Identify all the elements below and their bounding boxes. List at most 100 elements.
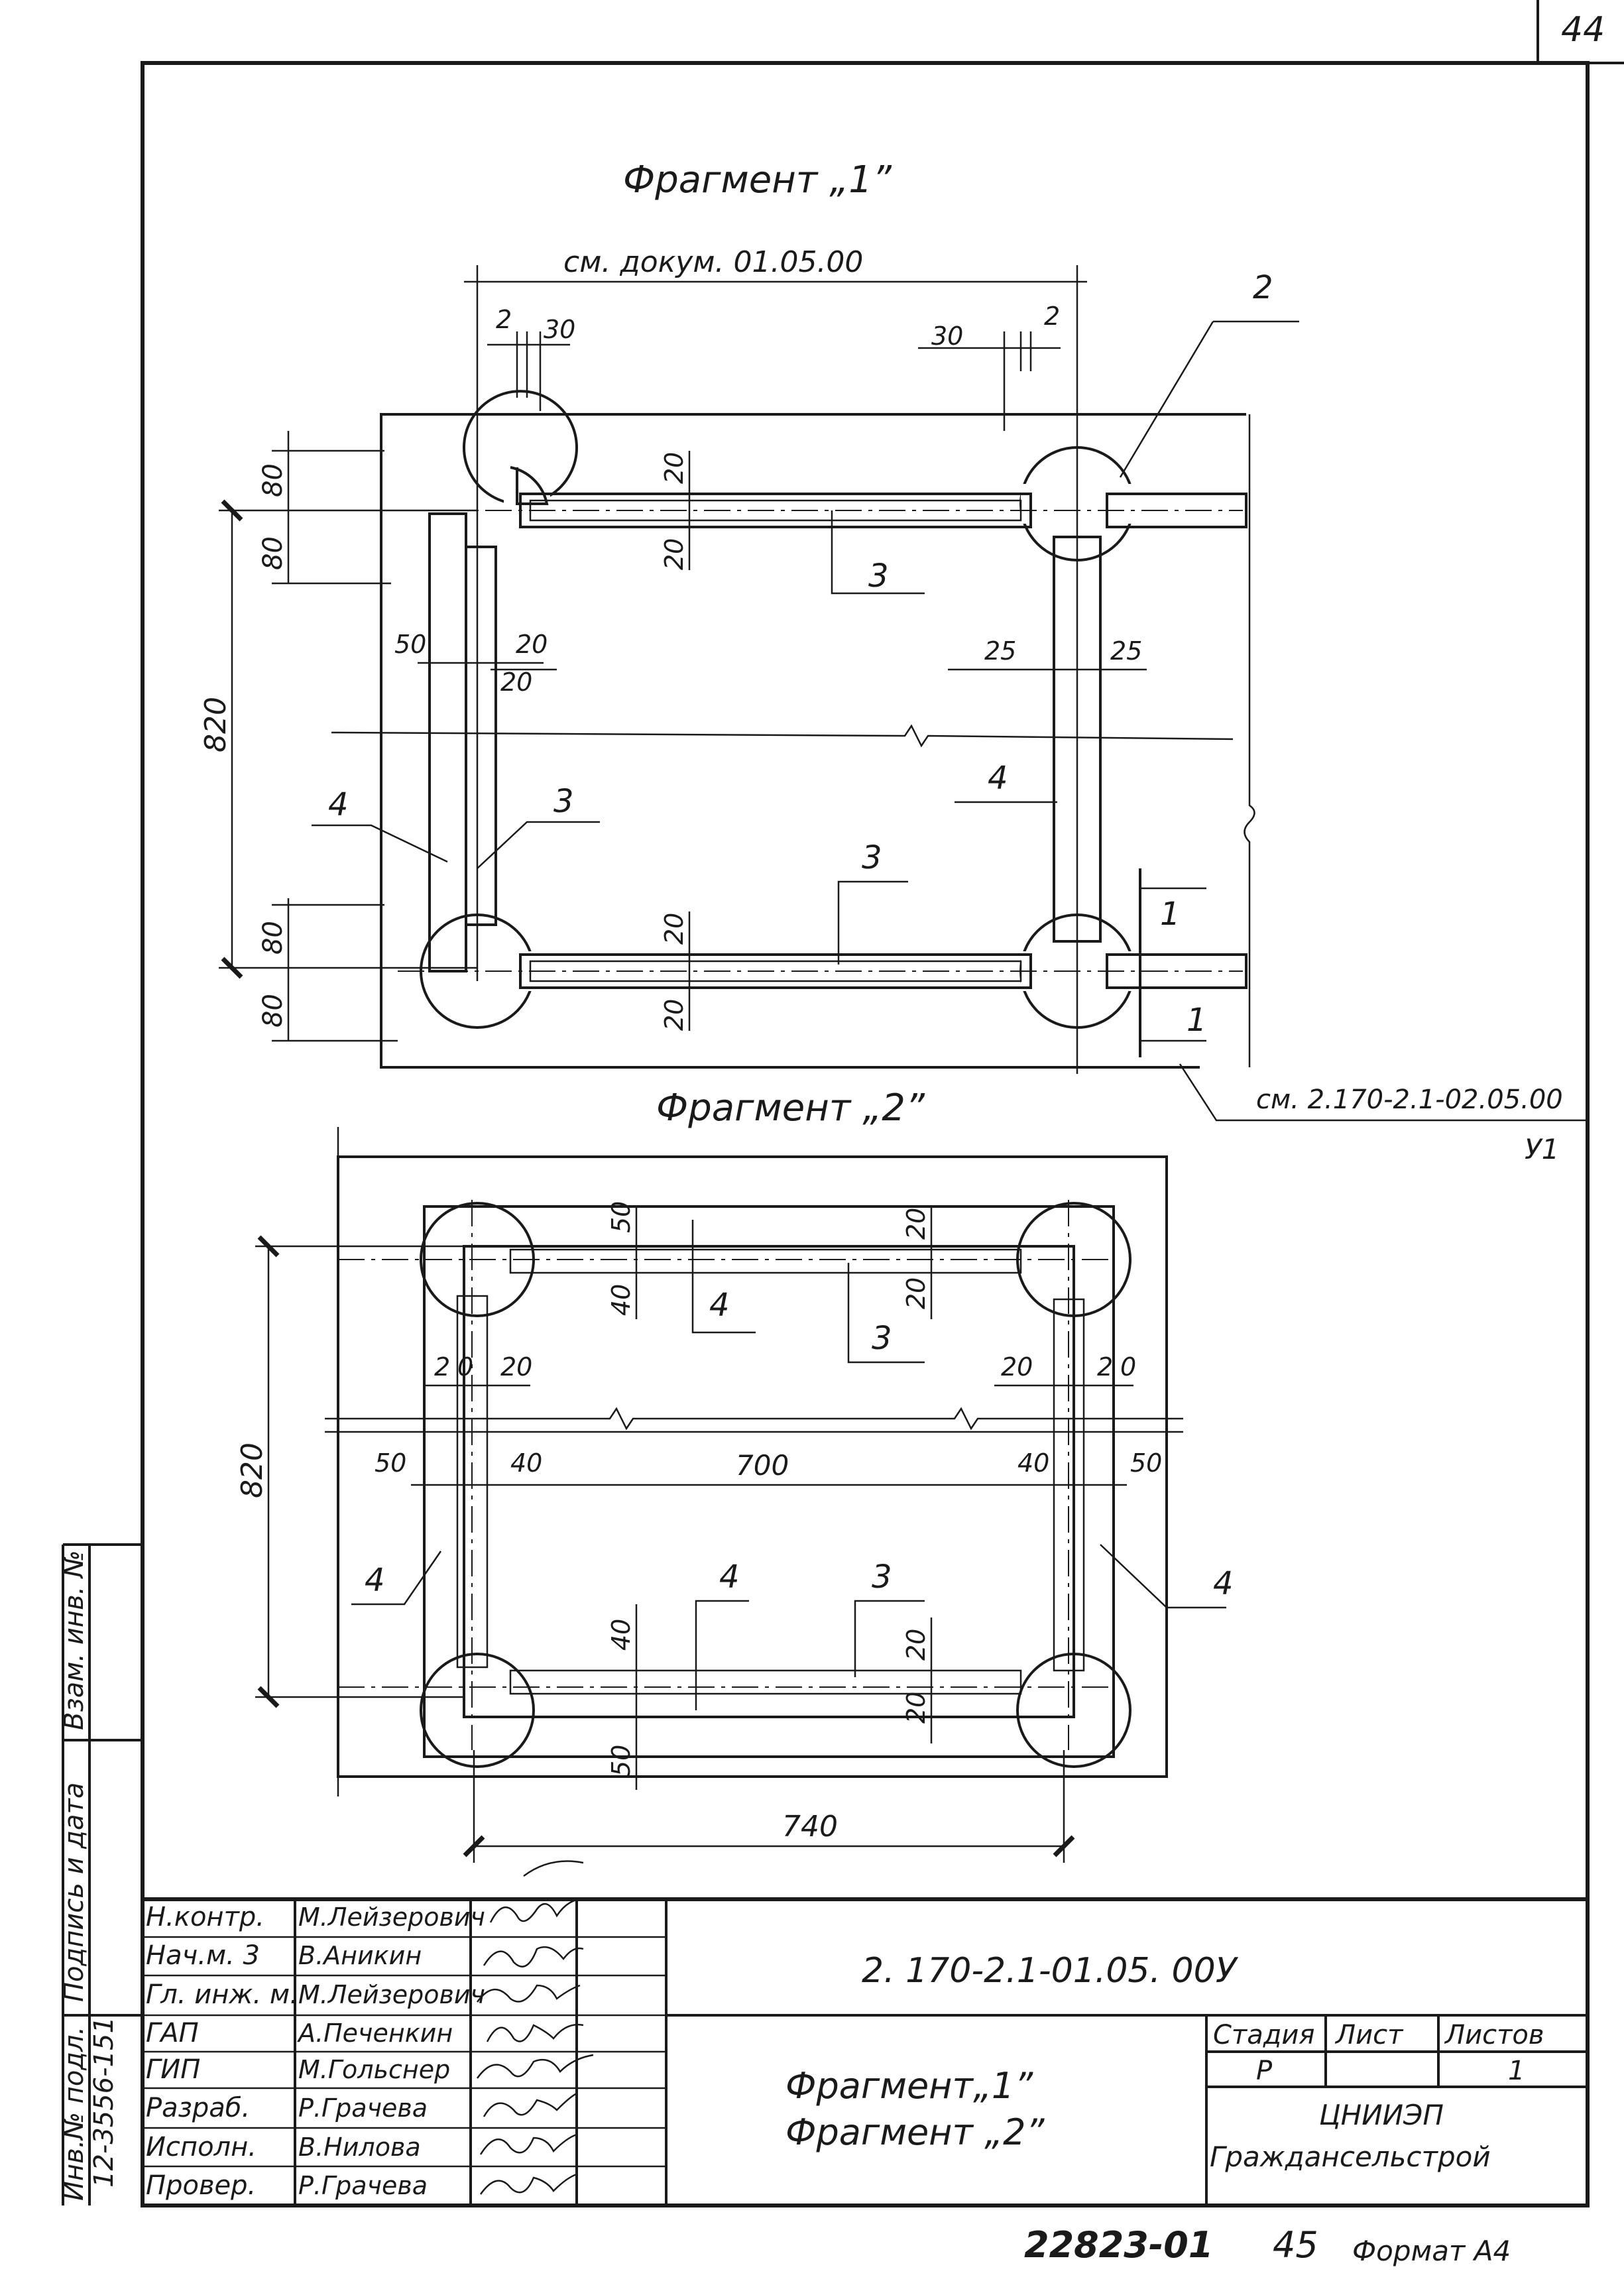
signer-role-1: Нач.м. 3 xyxy=(146,1940,260,1971)
fragment-2: Фрагмент „2” 820 740 700 5 xyxy=(235,1087,1234,1863)
break-line xyxy=(331,724,1234,748)
f2-callout-3-top: 3 xyxy=(872,1320,892,1357)
section-mark-1-top: 1 xyxy=(1160,896,1181,933)
callout-4-right: 4 xyxy=(988,760,1008,797)
callout-2: 2 xyxy=(1253,269,1273,306)
dim-30-left: 30 xyxy=(544,315,575,344)
title-block: Н.контр. М.Лейзерович Нач.м. 3 В.Аникин … xyxy=(143,1860,1588,2205)
signer-role-5: Разраб. xyxy=(146,2093,250,2123)
f2-dim-50-top: 50 xyxy=(607,1201,636,1233)
f2-callout-4-top: 4 xyxy=(709,1287,730,1324)
drawing-title-line2: Фрагмент „2” xyxy=(785,2111,1045,2153)
f2-dim-20-left: 20 xyxy=(500,1352,532,1382)
signer-name-6: В.Нилова xyxy=(298,2133,421,2162)
order-number: 22823-01 xyxy=(1024,2224,1213,2266)
dim-20-t1: 20 xyxy=(660,452,689,484)
dim-25-left: 25 xyxy=(984,636,1016,666)
f2-callout-4-left: 4 xyxy=(365,1562,385,1599)
f2-dim-20-bot-a: 20 xyxy=(901,1629,931,1661)
f2-dim-20-right: 20 xyxy=(1001,1352,1033,1382)
f2-frame-inner xyxy=(463,1245,1075,1718)
signer-name-0: М.Лейзерович xyxy=(298,1903,485,1932)
f2-dim-820: 820 xyxy=(235,1442,269,1498)
fragment-1-ref-bottom: см. 2.170-2.1-02.05.00 xyxy=(1256,1085,1563,1115)
dim-80d: 80 xyxy=(258,994,288,1028)
signer-role-4: ГИП xyxy=(146,2054,200,2085)
callout-3-bottom: 3 xyxy=(862,839,882,876)
drawing-frame xyxy=(141,61,1590,2207)
side-inv-podl: Инв.№ подл. xyxy=(59,2027,89,2201)
page-number: 44 xyxy=(1561,10,1605,50)
signer-name-2: М.Лейзерович xyxy=(298,1980,485,2009)
fragment-1-title: Фрагмент „1” xyxy=(623,158,892,202)
f2-dim-50-left: 50 xyxy=(375,1448,406,1478)
org-line1: ЦНИИЭП xyxy=(1319,2099,1444,2131)
dim-80a: 80 xyxy=(258,463,288,497)
dim-20-b1: 20 xyxy=(660,913,689,945)
callout-3-left: 3 xyxy=(553,783,574,820)
f2-callout-4-right: 4 xyxy=(1213,1565,1234,1602)
dim-80c: 80 xyxy=(258,921,288,955)
signer-name-7: Р.Грачева xyxy=(298,2171,428,2200)
f2-dim-700: 700 xyxy=(736,1449,789,1482)
dim-20-t2: 20 xyxy=(660,538,689,570)
dim-2-right: 2 xyxy=(1044,302,1060,331)
footer: 22823-01 45 Формат А4 xyxy=(1024,2224,1511,2267)
side-vzam-inv: Взам. инв. № xyxy=(59,1550,89,1730)
sheets-value: 1 xyxy=(1508,2056,1525,2086)
signer-role-6: Исполн. xyxy=(146,2132,257,2162)
stage-value: Р xyxy=(1256,2056,1273,2086)
f2-dim-2-left: 2 xyxy=(434,1352,450,1382)
f2-dim-50-bottom: 50 xyxy=(607,1745,636,1777)
side-stamp: Взам. инв. № Подпись и дата Инв.№ подл. … xyxy=(59,1543,143,2205)
fragment-1-slab xyxy=(380,413,1246,1069)
column-node-tr xyxy=(1019,446,1137,561)
f2-dim-20-top-b: 20 xyxy=(901,1277,931,1309)
signer-name-1: В.Аникин xyxy=(298,1941,422,1970)
f2-column-bl xyxy=(420,1653,535,1768)
drawing-title-line1: Фрагмент„1” xyxy=(785,2065,1033,2107)
dim-30-right: 30 xyxy=(931,322,963,351)
f2-dim-20-bot-b: 20 xyxy=(901,1692,931,1724)
f2-dim-20-top-a: 20 xyxy=(901,1208,931,1240)
dim-25-right: 25 xyxy=(1110,636,1142,666)
signer-name-5: Р.Грачева xyxy=(298,2093,428,2123)
side-inv-value: 12-3556-151 xyxy=(89,2017,119,2188)
document-code: 2. 170-2.1-01.05. 00У xyxy=(862,1951,1239,1991)
f2-dim-740: 740 xyxy=(782,1810,838,1844)
f2-callout-4-bottom: 4 xyxy=(719,1558,740,1596)
fragment-1: Фрагмент „1” см. докум. 01.05.00 xyxy=(199,158,1588,1165)
f2-dim-40-top: 40 xyxy=(607,1284,636,1316)
dim-820: 820 xyxy=(199,697,233,752)
f2-break-line xyxy=(325,1407,1183,1431)
stage-header: Стадия xyxy=(1213,2020,1314,2050)
page-number-box: 44 xyxy=(1537,0,1624,64)
f2-dim-0-left: 0 xyxy=(457,1352,473,1382)
f2-dim-2-right: 2 xyxy=(1097,1352,1113,1382)
dim-20-post-a: 20 xyxy=(516,630,548,659)
f2-dim-40-left: 40 xyxy=(510,1448,542,1478)
signer-role-7: Провер. xyxy=(146,2170,256,2201)
f2-dim-0-right: 0 xyxy=(1120,1352,1136,1382)
dim-50: 50 xyxy=(394,630,426,659)
post-left xyxy=(428,512,467,972)
fragment-1-ref-top: см. докум. 01.05.00 xyxy=(563,245,863,279)
dim-2-left: 2 xyxy=(496,305,512,334)
dim-80b: 80 xyxy=(258,536,288,570)
fragment-2-title: Фрагмент „2” xyxy=(656,1087,925,1130)
signer-name-4: М.Гольснер xyxy=(298,2055,450,2084)
f2-callout-3-bottom: 3 xyxy=(872,1558,892,1596)
sheet-index: 45 xyxy=(1273,2224,1318,2266)
dim-20-post-b: 20 xyxy=(500,668,532,697)
f2-dim-40-bottom: 40 xyxy=(607,1619,636,1651)
format-label: Формат А4 xyxy=(1352,2235,1511,2267)
f2-dim-50-right: 50 xyxy=(1130,1448,1162,1478)
dim-20-b2: 20 xyxy=(660,999,689,1031)
signer-role-3: ГАП xyxy=(146,2018,199,2048)
f2-frame-outer xyxy=(423,1205,1115,1758)
signatures xyxy=(476,1860,594,2195)
f2-dim-40-right: 40 xyxy=(1017,1448,1049,1478)
signer-name-3: А.Печенкин xyxy=(296,2019,453,2048)
signer-role-2: Гл. инж. м. xyxy=(146,1979,298,2010)
